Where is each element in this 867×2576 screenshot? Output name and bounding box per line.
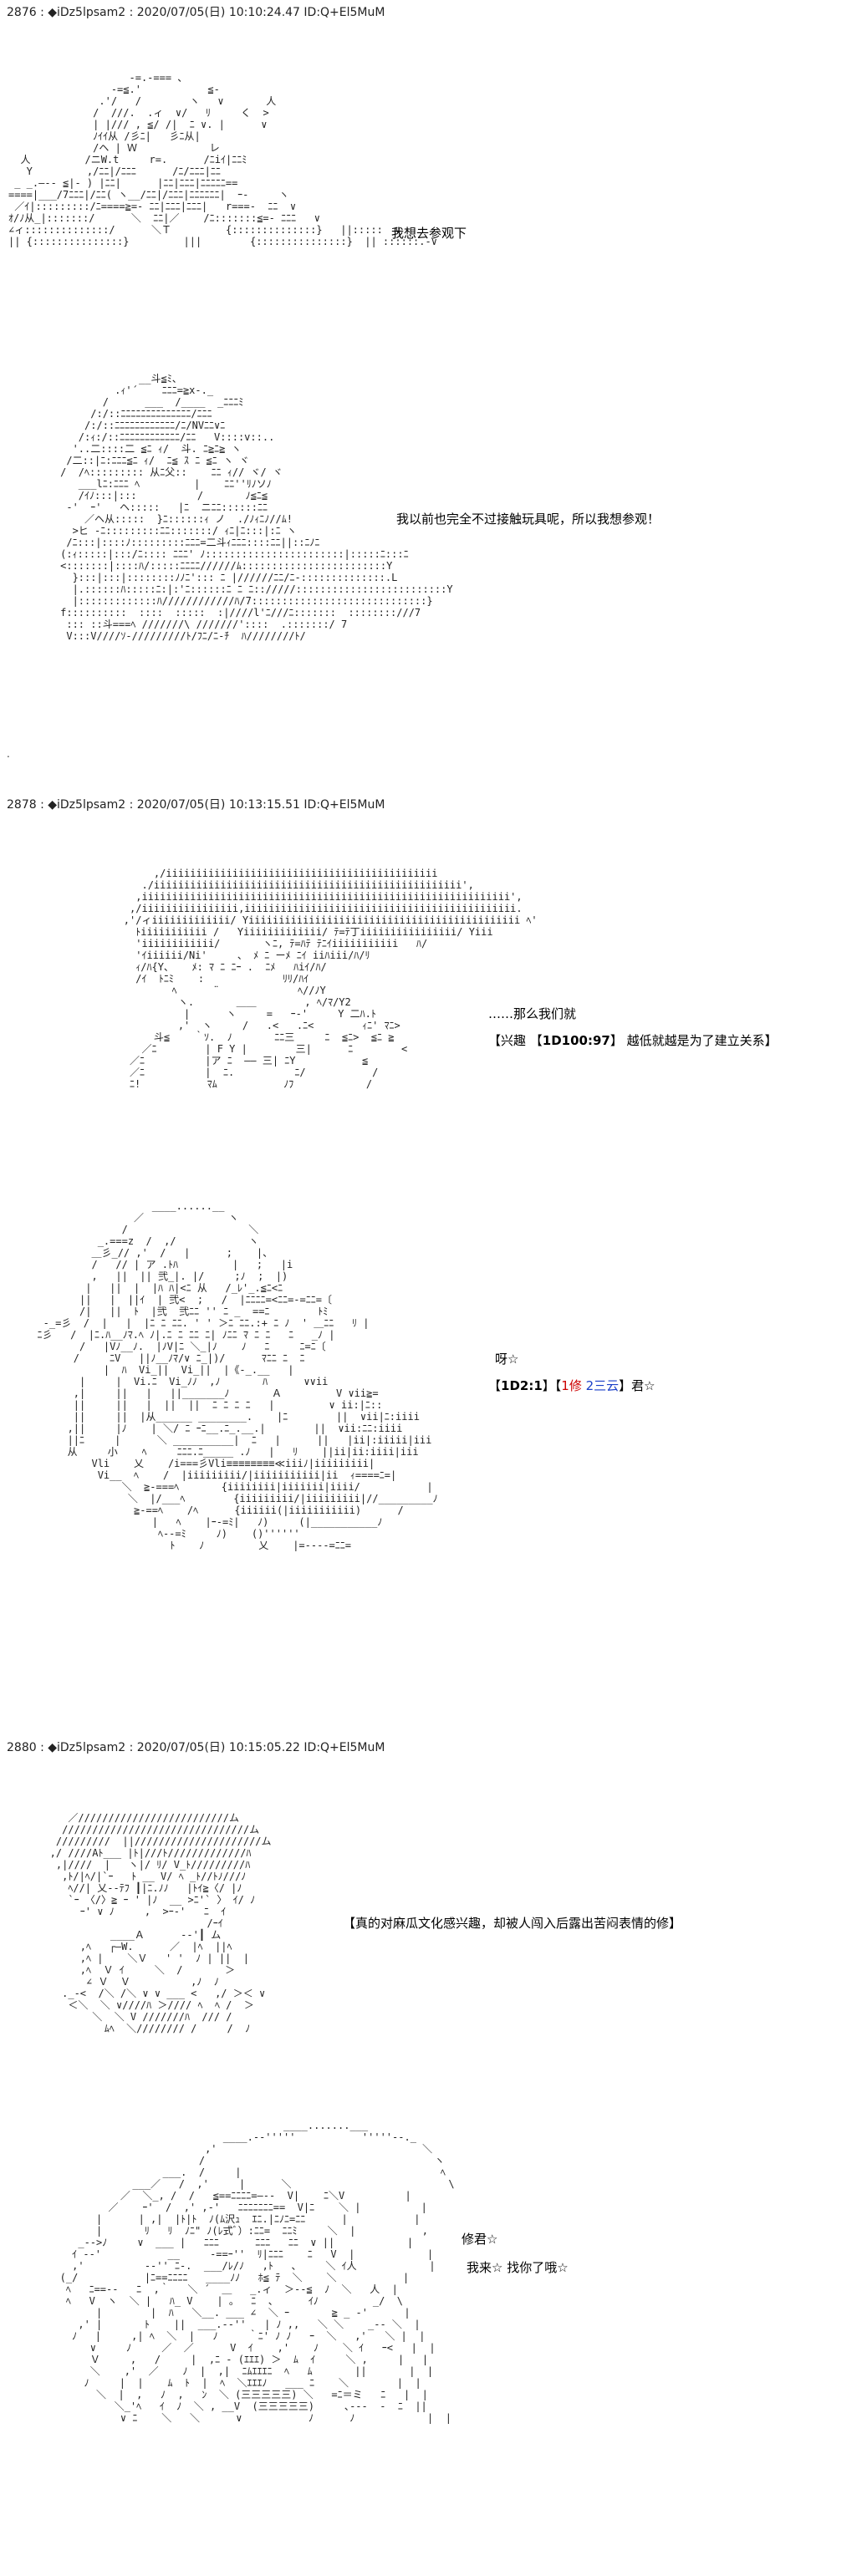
post-header: 2876 : ◆iDz5lpsam2 : 2020/07/05(日) 10:10…	[7, 6, 385, 19]
dice-roll: 1D100:97	[542, 1033, 610, 1048]
ascii-art-character: ／/////////////////////////ム ////////////…	[49, 1812, 272, 2034]
dialog-roll-line: 【兴趣 【1D100:97】 越低就越是为了建立关系】	[488, 1031, 778, 1050]
roll-prefix: 【兴趣 【	[488, 1033, 543, 1048]
roll-prefix: 【	[488, 1378, 502, 1393]
post-header: 2880 : ◆iDz5lpsam2 : 2020/07/05(日) 10:15…	[7, 1741, 385, 1754]
ascii-art-character: -=.-=== 、 -=≦.' ≦- .'/ / ヽ ∨ 人 / ///. .ィ…	[8, 72, 437, 247]
roll-option-1: 1修	[561, 1378, 582, 1393]
dice-roll: 1D2:1	[501, 1378, 543, 1393]
roll-option-2: 2三云	[585, 1378, 620, 1393]
separator-dot: .	[7, 748, 10, 760]
dialog-line: 呀☆	[495, 1352, 519, 1367]
dialog-line: 【真的对麻瓜文化感兴趣，却被人闯入后露出苦闷表情的修】	[343, 1916, 682, 1931]
roll-mid: 】【	[542, 1378, 562, 1393]
dialog-line: 我以前也完全不过接触玩具呢，所以我想参观！	[396, 512, 660, 527]
ascii-art-character: ____......__ ／ ヽ / ＼ _.===z / ,/ ヽ ＿彡_//…	[37, 1200, 438, 1551]
dialog-line: 我来☆ 找你了哦☆	[467, 2260, 569, 2275]
roll-suffix: 】 越低就越是为了建立关系】	[609, 1033, 778, 1048]
post-header: 2878 : ◆iDz5lpsam2 : 2020/07/05(日) 10:13…	[7, 798, 385, 812]
dialog-roll-line: 【1D2:1】【1修 2三云】君☆	[488, 1377, 655, 1395]
dialog-line: 修君☆	[462, 2232, 498, 2247]
ascii-art-character: ,/iiiiiiiiiiiiiiiiiiiiiiiiiiiiiiiiiiiiii…	[123, 868, 538, 1090]
dialog-line: ……那么我们就	[488, 1006, 577, 1021]
roll-suffix: 】君☆	[619, 1378, 655, 1393]
ascii-art-character: __斗≦ﾐ、 .ｨ'´ ﾆﾆﾆ=≧x‐._ / ___ /____ _ﾆﾆﾆﾐ …	[60, 373, 453, 642]
ascii-art-character: ____.......___ ____.‐‐''''' '''''‐‐._ ,'…	[59, 2120, 455, 2424]
dialog-line: 我想去参观下	[391, 226, 467, 241]
